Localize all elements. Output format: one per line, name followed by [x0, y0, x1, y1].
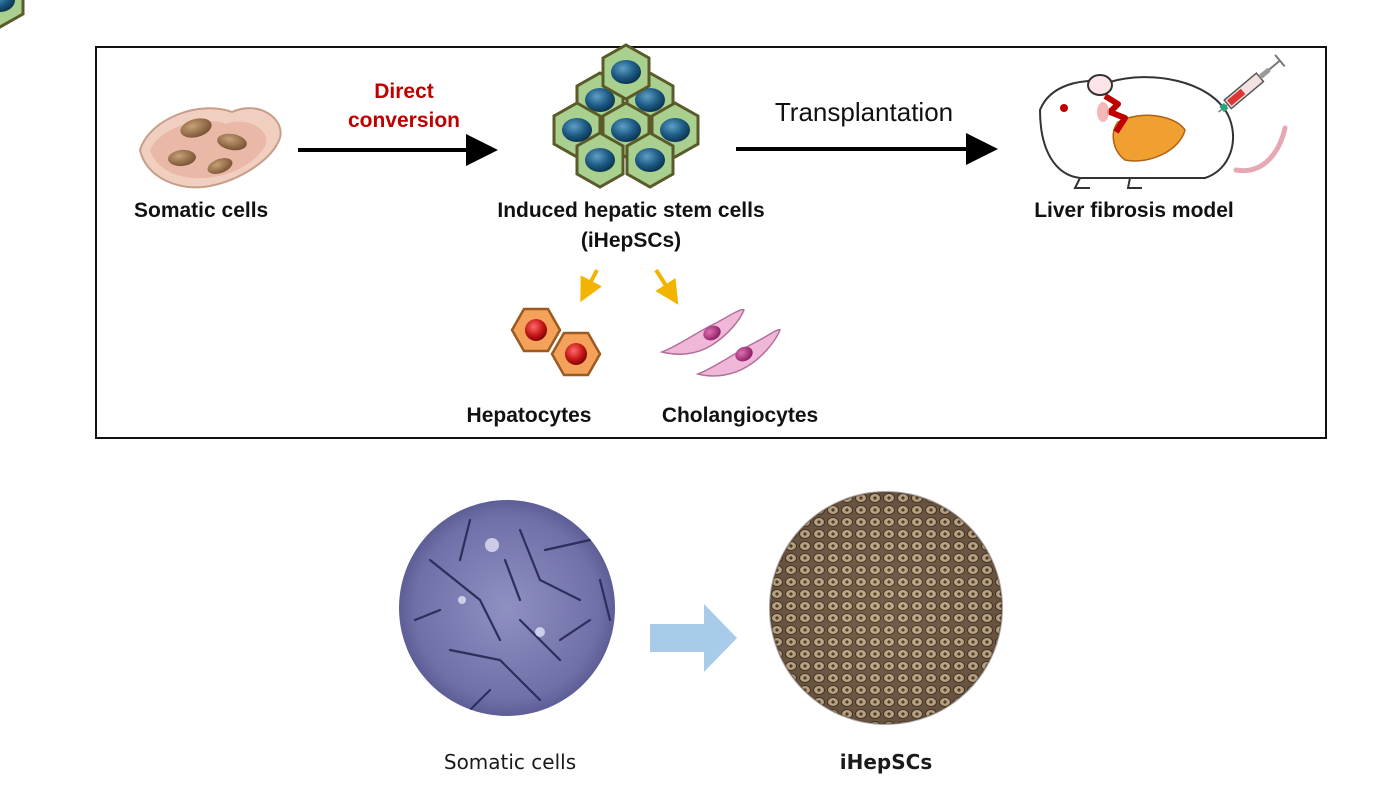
hepatocytes-icon — [510, 307, 602, 377]
progress-arrow — [650, 604, 737, 672]
ihepsc-cluster-icon — [0, 0, 700, 189]
node-label-liver-fibrosis-model: Liver fibrosis model — [1034, 199, 1234, 222]
syringe-icon — [1218, 54, 1286, 113]
somatic-cells-icon — [138, 107, 282, 189]
mouse-icon — [1038, 74, 1288, 189]
arrow-to-cholangiocytes — [654, 268, 679, 305]
node-label-ihepsc: Induced hepatic stem cells — [497, 199, 765, 222]
node-label-hepatocytes: Hepatocytes — [466, 404, 592, 427]
arrow-to-hepatocytes — [580, 269, 603, 303]
edge-label-transplantation: Transplantation — [774, 97, 954, 127]
node-label-cholangiocytes: Cholangiocytes — [661, 404, 819, 427]
edge-label-conversion: conversion — [347, 109, 461, 132]
scheme-frame — [95, 46, 1327, 439]
photo-caption-ihepscs: iHepSCs — [839, 750, 933, 774]
node-label-somatic-cells: Somatic cells — [134, 199, 269, 222]
ihepscs-photo — [769, 491, 1003, 725]
cholangiocytes-icon — [659, 308, 781, 377]
somatic-cells-photo — [399, 500, 615, 716]
edge-label-direct: Direct — [374, 80, 434, 103]
photo-caption-somatic-cells: Somatic cells — [443, 750, 577, 774]
node-label-ihepsc-abbrev: (iHepSCs) — [580, 229, 682, 252]
